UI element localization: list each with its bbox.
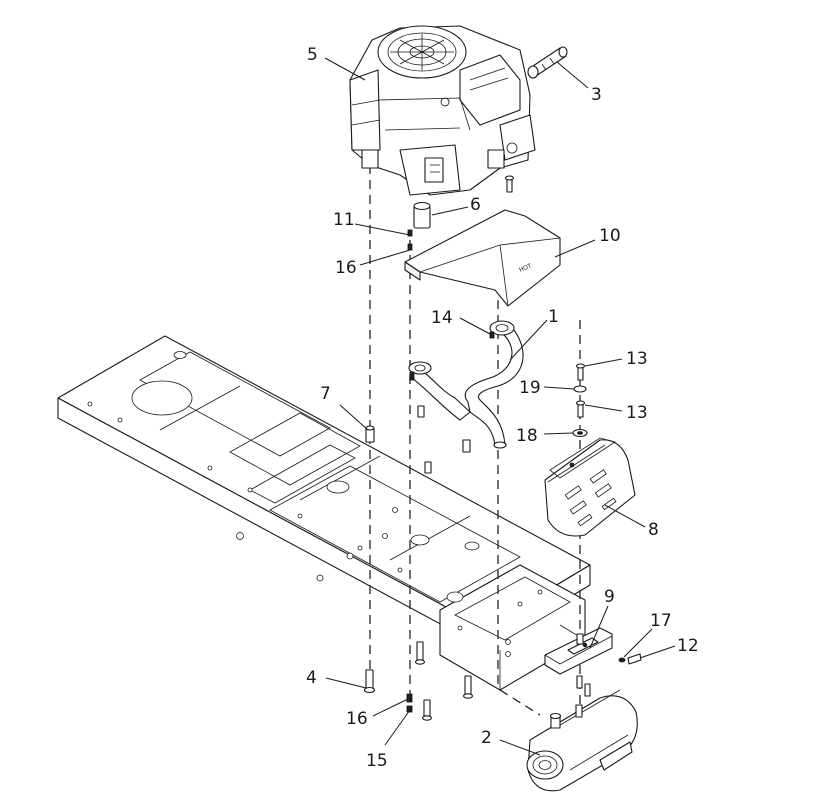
callout-19: 19: [519, 378, 541, 398]
callouts: 5 3 6 11 10 16 14 1 13 7 19 13 18 8 9 17…: [306, 45, 699, 771]
engine: [349, 25, 536, 196]
spacer: [413, 201, 431, 229]
leader-lines: [324, 57, 676, 756]
muffler: [526, 689, 638, 792]
callout-2: 2: [481, 728, 492, 748]
callout-12: 12: [677, 636, 699, 656]
hot-stamp: HOT: [518, 262, 533, 273]
callout-15: 15: [366, 751, 388, 771]
callout-13-top: 13: [626, 349, 648, 369]
engine-bolt: [504, 175, 515, 193]
callout-1: 1: [548, 307, 559, 327]
callout-13-bottom: 13: [626, 403, 648, 423]
callout-4: 4: [306, 668, 317, 688]
muffler-bracket: [505, 627, 642, 697]
callout-7: 7: [320, 384, 331, 404]
callout-6: 6: [470, 195, 481, 215]
mower-frame: [57, 335, 591, 691]
callout-8: 8: [648, 520, 659, 540]
frame-hardware: [363, 229, 495, 721]
heat-shield: HOT: [404, 209, 561, 307]
guard-fasteners: [572, 363, 588, 438]
callout-16-top: 16: [335, 258, 357, 278]
callout-16-bottom: 16: [346, 709, 368, 729]
callout-18: 18: [516, 426, 538, 446]
callout-10: 10: [599, 226, 621, 246]
callout-9: 9: [604, 587, 615, 607]
callout-5: 5: [307, 45, 318, 65]
callout-11: 11: [333, 210, 355, 230]
muffler-guard: [544, 437, 636, 537]
callout-17: 17: [650, 611, 672, 631]
exhaust-pipe: [408, 320, 524, 449]
fitting: [527, 46, 568, 79]
callout-3: 3: [591, 85, 602, 105]
alignment-lines: [369, 165, 581, 716]
callout-14: 14: [431, 308, 453, 328]
